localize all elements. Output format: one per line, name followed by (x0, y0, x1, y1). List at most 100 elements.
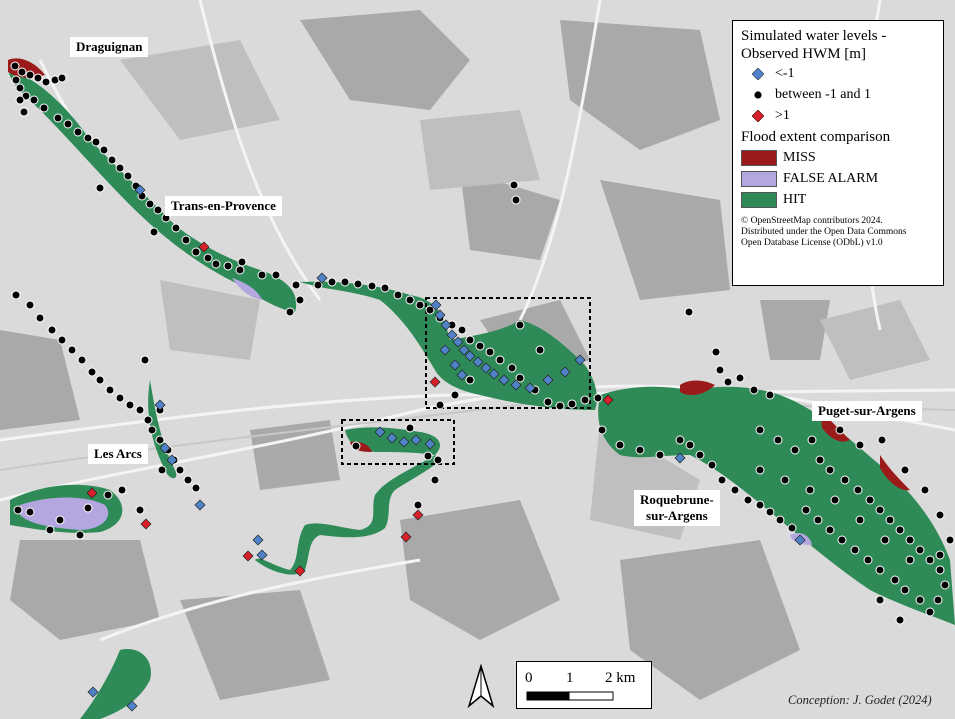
hwm-point-mid (787, 523, 797, 533)
hwm-point-mid (15, 83, 25, 93)
hwm-point-low (449, 359, 461, 371)
hwm-point-mid (11, 290, 21, 300)
hwm-point-mid (940, 580, 950, 590)
hwm-point-mid (91, 137, 101, 147)
hwm-point-mid (291, 280, 301, 290)
hwm-point-mid (115, 163, 125, 173)
scale-tick-0: 0 (525, 670, 533, 686)
hwm-point-mid (807, 435, 817, 445)
hwm-point-mid (735, 373, 745, 383)
hwm-point-mid (685, 440, 695, 450)
hwm-point-mid (327, 277, 337, 287)
hwm-point-mid (717, 475, 727, 485)
hwm-point-mid (457, 325, 467, 335)
hwm-point-mid (900, 465, 910, 475)
hwm-point-mid (875, 565, 885, 575)
hwm-point-mid (837, 535, 847, 545)
legend-title-line2: Observed HWM [m] (741, 46, 866, 62)
hwm-point-mid (115, 393, 125, 403)
blue-diamond-icon (741, 67, 775, 80)
hwm-point-mid (895, 615, 905, 625)
hwm-point-mid (825, 525, 835, 535)
hwm-point-mid (905, 555, 915, 565)
hwm-point-low (559, 366, 571, 378)
place-label-puget: Puget-sur-Argens (812, 401, 922, 421)
hwm-point-mid (25, 507, 35, 517)
hwm-point-mid (495, 355, 505, 365)
hwm-point-mid (25, 300, 35, 310)
hwm-point-mid (55, 515, 65, 525)
hwm-point-low (134, 184, 146, 196)
hwm-point-mid (840, 475, 850, 485)
zoom-box-1 (425, 297, 591, 409)
hwm-point-mid (865, 495, 875, 505)
hwm-point-high (400, 531, 412, 543)
hwm-point-mid (511, 195, 521, 205)
hwm-point-high (294, 565, 306, 577)
hwm-point-mid (743, 495, 753, 505)
hwm-point-mid (825, 465, 835, 475)
hwm-point-mid (367, 281, 377, 291)
hwm-point-mid (285, 307, 295, 317)
hwm-point-mid (875, 595, 885, 605)
hwm-point-mid (730, 485, 740, 495)
hwm-point-mid (107, 155, 117, 165)
hwm-point-mid (235, 265, 245, 275)
hwm-point-mid (135, 505, 145, 515)
hwm-point-mid (475, 341, 485, 351)
hwm-point-mid (815, 455, 825, 465)
hwm-point-mid (567, 399, 577, 409)
hwm-point-mid (380, 283, 390, 293)
hwm-point-low (574, 354, 586, 366)
hwm-point-mid (35, 313, 45, 323)
hwm-point-mid (853, 485, 863, 495)
hwm-point-high (198, 241, 210, 253)
hwm-point-mid (13, 505, 23, 515)
hwm-point-mid (157, 465, 167, 475)
hwm-point-low (87, 686, 99, 698)
hwm-point-mid (117, 485, 127, 495)
hwm-point-mid (433, 455, 443, 465)
place-label-roquebrune-line1: Roquebrune- (640, 492, 714, 507)
hwm-point-low (452, 336, 464, 348)
hwm-point-mid (885, 515, 895, 525)
scale-tick-1: 1 (566, 670, 574, 686)
hwm-point-mid (925, 607, 935, 617)
hwm-point-mid (655, 450, 665, 460)
hwm-point-low (472, 356, 484, 368)
hwm-point-mid (415, 300, 425, 310)
hwm-point-mid (413, 500, 423, 510)
hwm-point-mid (855, 515, 865, 525)
hwm-point-mid (423, 451, 433, 461)
hwm-point-mid (813, 515, 823, 525)
hwm-point-mid (125, 400, 135, 410)
legend-label-miss: MISS (783, 149, 816, 165)
hwm-point-low (166, 454, 178, 466)
hwm-point-mid (555, 401, 565, 411)
hwm-point-mid (33, 73, 43, 83)
hwm-point-low (252, 534, 264, 546)
north-arrow-icon (466, 663, 496, 713)
hwm-point-mid (25, 70, 35, 80)
hwm-point-mid (87, 367, 97, 377)
hwm-point-mid (295, 295, 305, 305)
hwm-point-mid (171, 223, 181, 233)
hwm-point-mid (19, 107, 29, 117)
hwm-point-mid (153, 205, 163, 215)
miss-swatch (741, 149, 777, 166)
hwm-point-mid (181, 235, 191, 245)
landcover-forest (0, 10, 830, 700)
hwm-point-low (159, 442, 171, 454)
hwm-point-low (398, 436, 410, 448)
hwm-point-mid (920, 485, 930, 495)
hwm-point-mid (723, 377, 733, 387)
hwm-point-mid (47, 325, 57, 335)
hwm-point-low (524, 382, 536, 394)
hwm-point-mid (155, 435, 165, 445)
hwm-point-mid (67, 345, 77, 355)
hwm-point-mid (895, 525, 905, 535)
hwm-point-mid (123, 171, 133, 181)
hwm-point-mid (143, 415, 153, 425)
hwm-point-mid (755, 500, 765, 510)
legend-label-hwm-low: <-1 (775, 65, 795, 81)
